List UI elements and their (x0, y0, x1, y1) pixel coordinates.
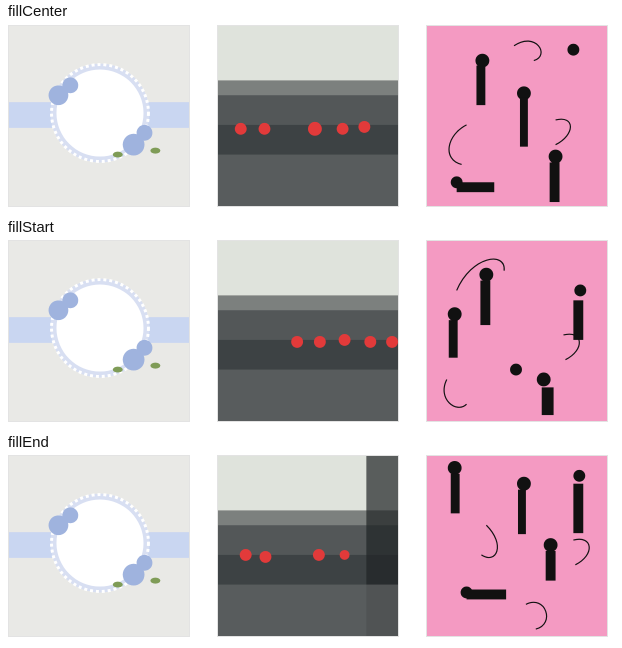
rainy-window-image (217, 455, 399, 637)
rainy-window-graphic (218, 456, 398, 636)
rainy-window-graphic (218, 26, 398, 206)
row-label-fillend: fillEnd (8, 434, 49, 451)
rainy-window-image (217, 240, 399, 422)
floral-frame-graphic (9, 241, 189, 421)
rainy-window-graphic (218, 241, 398, 421)
cats-pattern-graphic (427, 241, 607, 421)
floral-frame-graphic (9, 456, 189, 636)
cats-pattern-image (426, 455, 608, 637)
rainy-window-image (217, 25, 399, 207)
floral-frame-graphic (9, 26, 189, 206)
floral-frame-image (8, 240, 190, 422)
cats-pattern-graphic (427, 26, 607, 206)
floral-frame-image (8, 455, 190, 637)
cats-pattern-image (426, 240, 608, 422)
cats-pattern-image (426, 25, 608, 207)
floral-frame-image (8, 25, 190, 207)
cats-pattern-graphic (427, 456, 607, 636)
row-label-fillstart: fillStart (8, 219, 54, 236)
row-label-fillcenter: fillCenter (8, 3, 68, 20)
